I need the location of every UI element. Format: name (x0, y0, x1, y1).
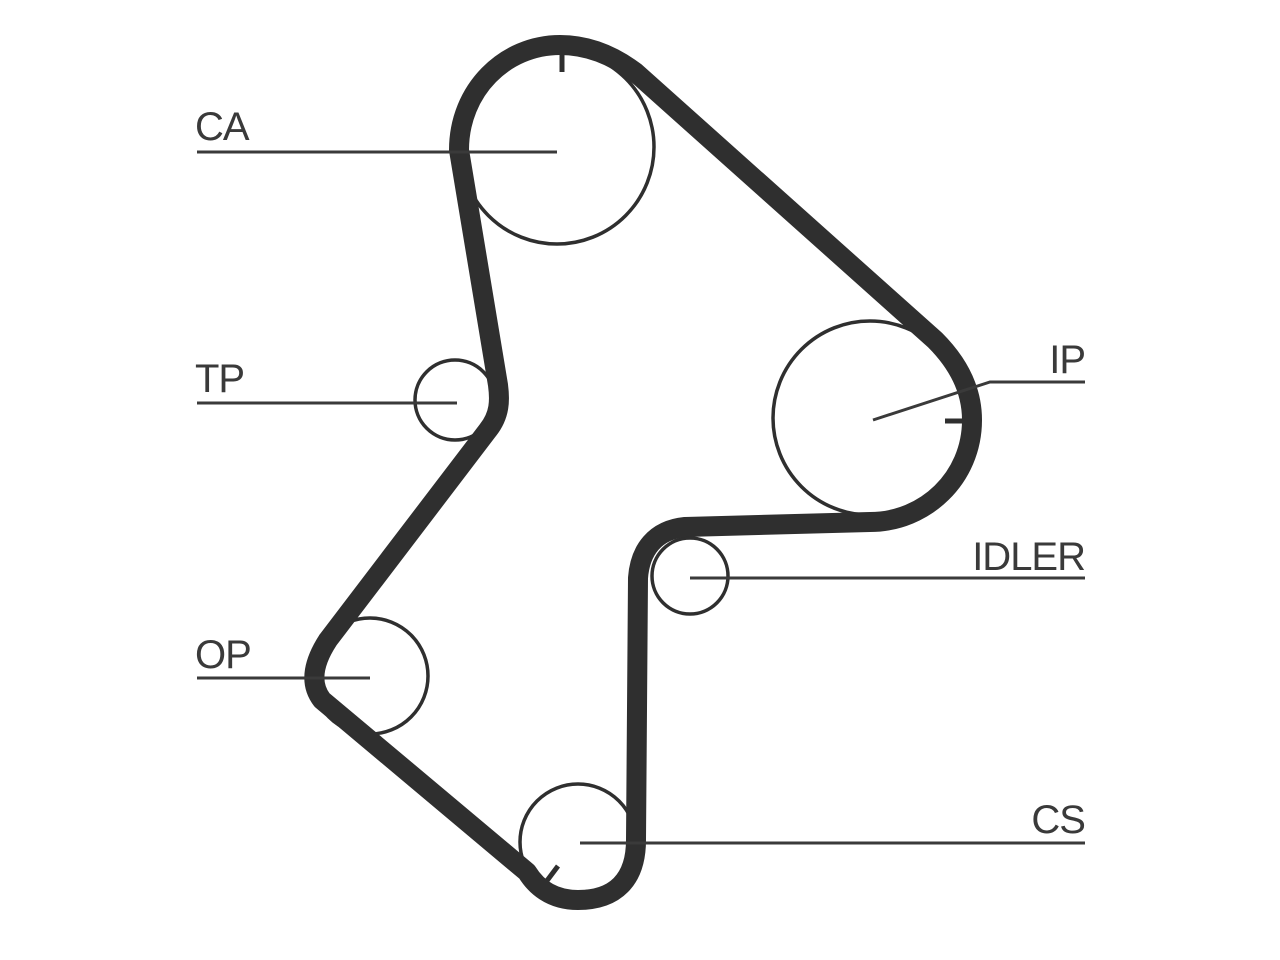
label-idler: IDLER (972, 535, 1085, 579)
label-ip: IP (1049, 338, 1085, 382)
label-ca: CA (195, 105, 250, 149)
timing-mark-cs (544, 864, 560, 884)
timing-belt (304, 35, 982, 910)
label-tp: TP (195, 357, 244, 401)
pulley-idler (650, 536, 730, 616)
label-cs: CS (1031, 798, 1085, 842)
label-op: OP (195, 633, 251, 677)
leader-ip (872, 380, 1085, 422)
